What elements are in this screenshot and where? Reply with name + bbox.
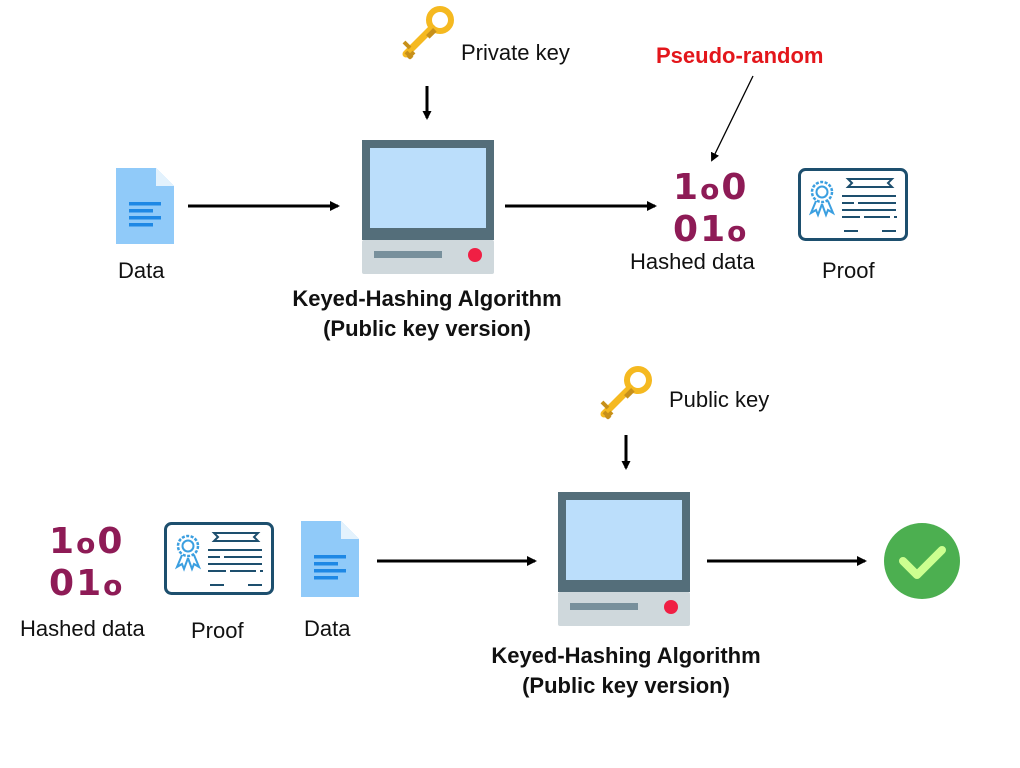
algorithm-subtitle: (Public key version) — [323, 316, 531, 341]
binary-line-1: 1o0 — [673, 167, 749, 208]
data-label: Data — [118, 258, 165, 283]
algorithm-title: Keyed-Hashing Algorithm — [491, 643, 761, 668]
algorithm-monitor-icon — [558, 492, 690, 626]
hashed-data-label: Hashed data — [630, 249, 755, 274]
data-label: Data — [304, 616, 351, 641]
private-key-label: Private key — [461, 40, 570, 65]
pseudo-random-annotation: Pseudo-random — [656, 43, 824, 68]
check-circle-icon — [884, 523, 960, 599]
pseudo-random-pointer — [711, 75, 754, 162]
hashed-data-label: Hashed data — [20, 616, 145, 641]
algorithm-monitor-icon — [362, 140, 494, 274]
data-document-icon — [301, 521, 359, 597]
binary-line-1: 1o0 — [49, 521, 125, 562]
public-key-icon — [602, 369, 649, 418]
hashed-data-binary: 1o0 01o — [673, 168, 748, 252]
proof-certificate-icon — [164, 522, 274, 595]
public-key-label: Public key — [669, 387, 770, 412]
private-key-icon — [404, 9, 451, 58]
proof-label: Proof — [822, 258, 875, 283]
binary-line-2: 01o — [673, 209, 749, 250]
data-document-icon — [116, 168, 174, 244]
hashed-data-binary: 1o0 01o — [49, 522, 124, 606]
algorithm-title: Keyed-Hashing Algorithm — [292, 286, 562, 311]
binary-line-2: 01o — [49, 563, 125, 604]
proof-label: Proof — [191, 618, 244, 643]
proof-certificate-icon — [798, 168, 908, 241]
algorithm-subtitle: (Public key version) — [522, 673, 730, 698]
